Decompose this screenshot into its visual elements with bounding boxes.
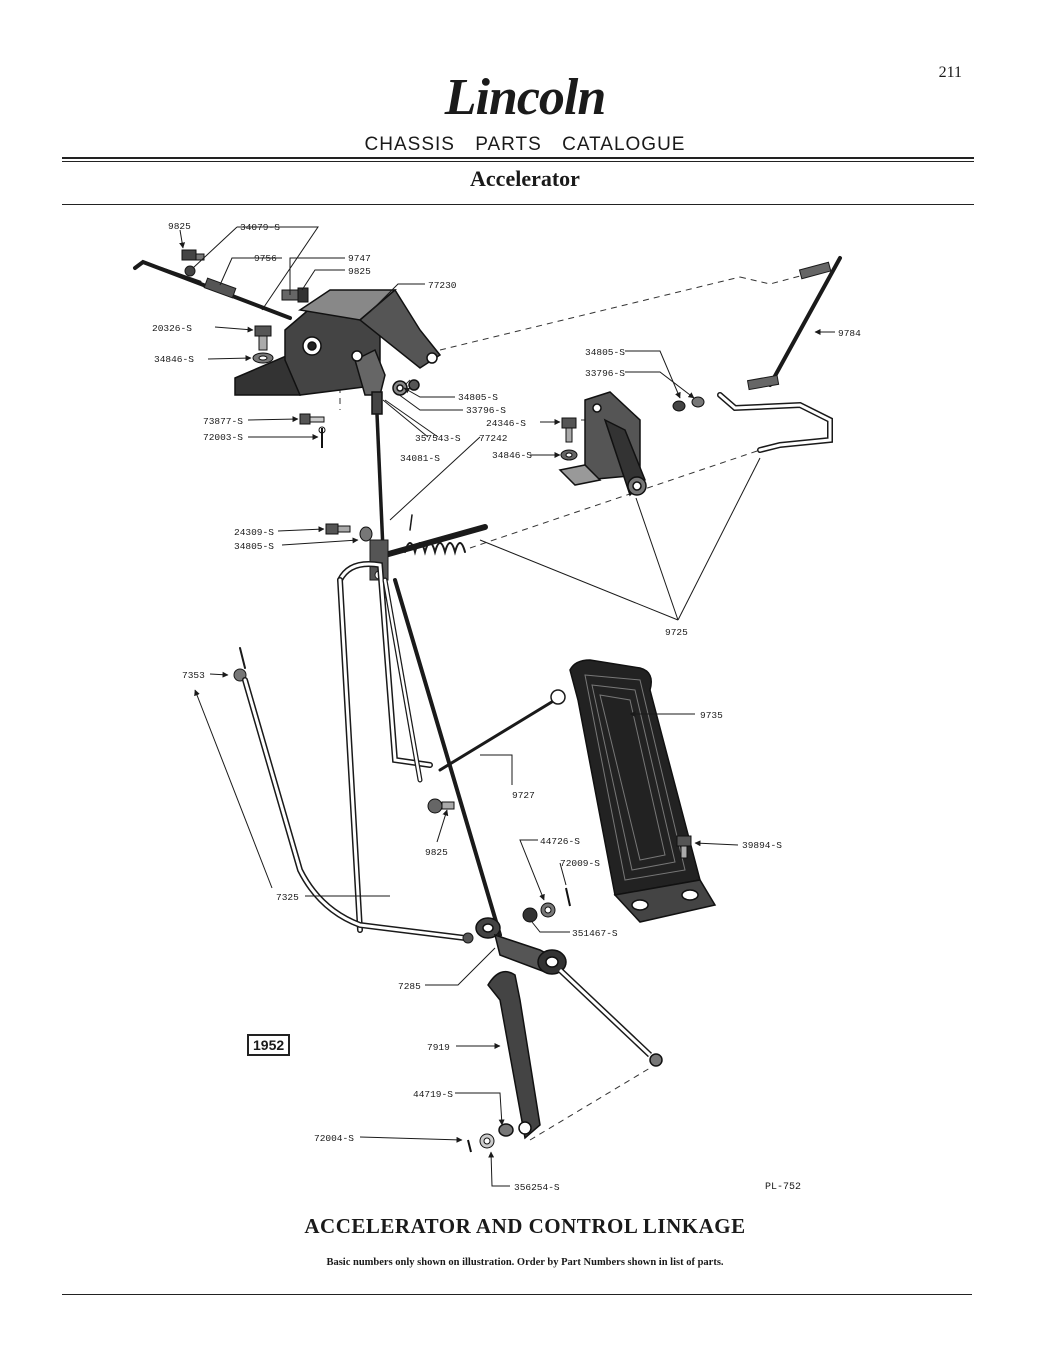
washer-351467-s (522, 907, 538, 923)
callout-7285: 7285 (398, 981, 421, 992)
callout-33796-s-a: 33796-S (466, 405, 506, 416)
callout-357543-s: 357543-S (415, 433, 461, 444)
lever-arm (337, 561, 502, 937)
callout-44726-s: 44726-S (540, 836, 580, 847)
callout-20326-s: 20326-S (152, 323, 192, 334)
callout-34081-s: 34081-S (400, 453, 440, 464)
bolt-24346-s (561, 417, 577, 443)
callout-39894-s: 39894-S (742, 840, 782, 851)
screw-39894-s (676, 835, 692, 859)
pedal-9735 (569, 659, 717, 923)
callout-351467-s: 351467-S (572, 928, 618, 939)
washer-44726-s (540, 902, 556, 918)
callout-44719-s: 44719-S (413, 1089, 453, 1100)
catalogue-subtitle: CHASSIS PARTS CATALOGUE (364, 134, 686, 155)
bracket-77230 (234, 288, 442, 396)
header-rule-top (62, 157, 974, 159)
diagram-caption: ACCELERATOR AND CONTROL LINKAGE (304, 1214, 746, 1238)
callout-7919: 7919 (427, 1042, 450, 1053)
callout-9756: 9756 (254, 253, 277, 264)
shaft-9784 (717, 256, 842, 453)
section-title: Accelerator (470, 166, 580, 191)
callout-34805-s-a: 34805-S (458, 392, 498, 403)
washer-34846-s (252, 352, 274, 364)
callout-24309-s: 24309-S (234, 527, 274, 538)
callout-9735: 9735 (700, 710, 723, 721)
callout-77230: 77230 (428, 280, 457, 291)
year-badge: 1952 (247, 1034, 291, 1056)
callout-72004-s: 72004-S (314, 1133, 354, 1144)
callout-34846-s-b: 34846-S (492, 450, 532, 461)
clip-9825-upper-right (281, 287, 309, 303)
callout-9825-b: 9825 (348, 266, 371, 277)
callout-9825-a: 9825 (168, 221, 191, 232)
pedal-rod-9727 (438, 689, 566, 772)
callout-9825-c: 9825 (425, 847, 448, 858)
callout-7325: 7325 (276, 892, 299, 903)
screw-24309-s (325, 523, 351, 535)
pin-73877-s (299, 413, 325, 425)
brand-logo: Lincoln (444, 69, 607, 126)
leader-lines (179, 226, 835, 1187)
callout-34805-s-c: 34805-S (234, 541, 274, 552)
callout-33796-s-b: 33796-S (585, 368, 625, 379)
cotter-72004-s (467, 1139, 472, 1153)
callout-34805-s-b: 34805-S (585, 347, 625, 358)
washer-34846-s-b (560, 449, 578, 461)
callout-24346-s: 24346-S (486, 418, 526, 429)
header-rule-bottom (62, 161, 974, 162)
callout-9725: 9725 (665, 627, 688, 638)
washer-34805-s-c (359, 526, 373, 542)
callout-356254-s: 356254-S (514, 1182, 560, 1193)
bellcrank-357543-s (351, 348, 420, 415)
callout-77242: 77242 (479, 433, 508, 444)
callout-73877-s: 73877-S (203, 416, 243, 427)
throttle-rod-upper (133, 259, 292, 320)
connecting-rod-34081-s (375, 413, 385, 551)
bellcrank-7285 (475, 917, 663, 1067)
callout-9784: 9784 (838, 328, 861, 339)
throttle-link-7325 (233, 647, 474, 944)
clip-9825-top (181, 249, 205, 261)
callout-9747: 9747 (348, 253, 371, 264)
lever-7919 (487, 970, 541, 1140)
footer-rule (62, 1294, 972, 1295)
cross-shaft-9725 (369, 514, 488, 581)
cotter-72009-s (565, 887, 571, 907)
bolt-20326-s (254, 325, 272, 351)
callout-9727: 9727 (512, 790, 535, 801)
callout-34846-s-a: 34846-S (154, 354, 194, 365)
callout-7353: 7353 (182, 670, 205, 681)
cotter-72003-s (318, 426, 326, 448)
ordering-note: Basic numbers only shown on illustration… (326, 1257, 724, 1268)
washers-34805-33796-right (672, 396, 705, 412)
section-rule (62, 204, 974, 205)
washer-356254-s (479, 1133, 495, 1149)
page-number: 211 (938, 64, 962, 81)
callout-72003-s: 72003-S (203, 432, 243, 443)
plate-number: PL-752 (765, 1182, 802, 1193)
callout-34079-s: 34079-S (240, 222, 280, 233)
callout-labels: 9825 34079-S 9756 9747 9825 77230 20326-… (152, 221, 861, 1193)
support-bracket (558, 391, 647, 497)
callout-72009-s: 72009-S (560, 858, 600, 869)
clip-9825-lower (427, 798, 455, 814)
